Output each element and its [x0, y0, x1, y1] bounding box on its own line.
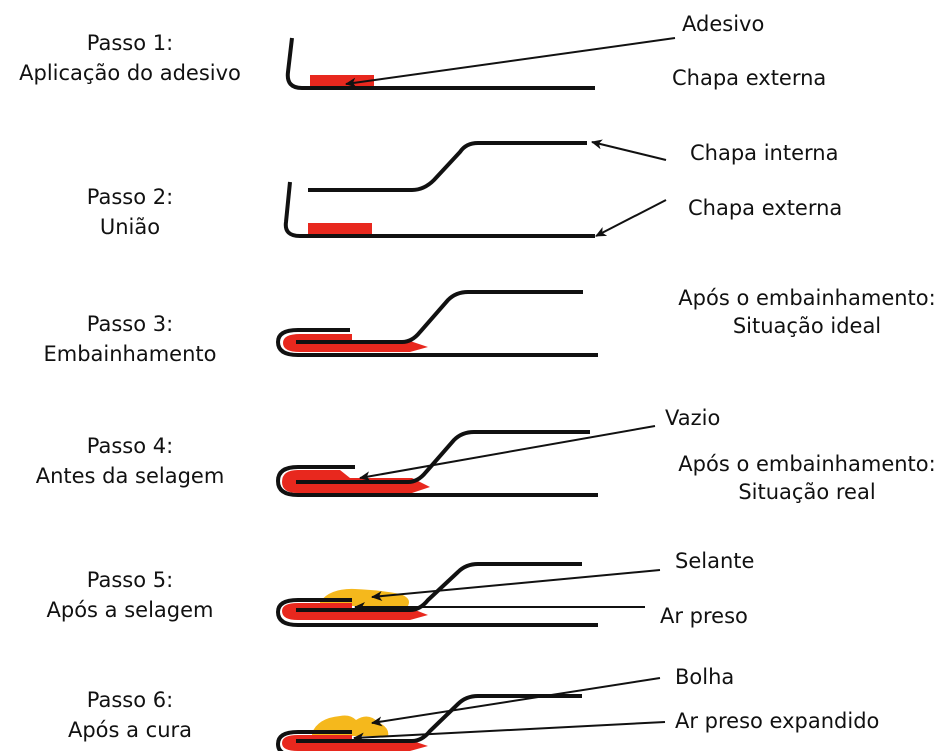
step-4-title: Passo 4: [86, 434, 174, 458]
label-real-line-1: Após o embainhamento: [678, 452, 936, 476]
inner-sheet [308, 141, 587, 192]
step-5-label: Passo 5: Após a selagem [0, 565, 260, 626]
chapa-interna-pointer [591, 139, 667, 161]
label-ideal-line-2: Situação ideal [732, 314, 882, 339]
outer-sheet [283, 181, 595, 238]
label-bolha: Bolha [675, 665, 735, 689]
step-4-label: Passo 4: Antes da selagem [0, 431, 260, 492]
label-ar-preso: Ar preso [660, 604, 748, 628]
step-3-desc: Embainhamento [43, 342, 217, 367]
step-2-title: Passo 2: [86, 185, 174, 209]
vazio-pointer [359, 425, 656, 482]
step-1-drawing [285, 37, 676, 90]
step-2-drawing [283, 139, 667, 238]
hem-outer [275, 730, 352, 751]
outer-sheet [285, 37, 595, 90]
step-4-drawing [275, 425, 656, 497]
step-3-label: Passo 3: Embainhamento [0, 309, 260, 370]
step-4-desc: Antes da selagem [35, 464, 225, 489]
inner-sheet [296, 694, 582, 743]
step-3-drawing [275, 290, 598, 357]
hem-outer [275, 465, 598, 497]
step-6-drawing [275, 677, 666, 751]
adhesive-bead [308, 223, 372, 234]
selante-pointer [371, 569, 661, 602]
label-selante: Selante [675, 549, 755, 573]
hem-outer [275, 598, 598, 627]
step-1-title: Passo 1: [86, 31, 174, 55]
label-vazio: Vazio [665, 406, 721, 430]
ar-preso-expandido-pointer [353, 721, 666, 743]
label-real-line-2: Situação real [738, 480, 876, 505]
step-2-label: Passo 2: União [0, 182, 260, 243]
label-chapa-externa-1: Chapa externa [672, 66, 827, 90]
adhesive-bead [310, 75, 374, 86]
label-adesivo: Adesivo [682, 12, 765, 36]
label-ar-preso-expandido: Ar preso expandido [675, 709, 880, 733]
step-1-label: Passo 1: Aplicação do adesivo [0, 28, 260, 89]
step-5-drawing [275, 562, 661, 627]
adesivo-pointer [345, 37, 676, 88]
hem-outer [275, 328, 598, 357]
label-situacao-ideal: Após o embainhamento: Situação ideal [662, 284, 952, 341]
step-5-desc: Após a selagem [46, 598, 214, 623]
label-chapa-interna: Chapa interna [690, 141, 839, 165]
inner-sheet [296, 562, 582, 612]
label-situacao-real: Após o embainhamento: Situação real [662, 450, 952, 507]
step-6-title: Passo 6: [86, 688, 174, 712]
inner-sheet [296, 430, 590, 484]
bolha-pointer [371, 677, 661, 727]
label-chapa-externa-2: Chapa externa [688, 196, 843, 220]
step-6-desc: Após a cura [67, 718, 193, 743]
inner-sheet [296, 290, 583, 344]
step-6-label: Passo 6: Após a cura [0, 685, 260, 746]
step-2-desc: União [99, 215, 161, 240]
step-1-desc: Aplicação do adesivo [19, 61, 241, 86]
label-ideal-line-1: Após o embainhamento: [678, 286, 936, 310]
step-3-title: Passo 3: [86, 312, 174, 336]
chapa-externa-pointer [595, 199, 667, 237]
step-5-title: Passo 5: [86, 568, 174, 592]
